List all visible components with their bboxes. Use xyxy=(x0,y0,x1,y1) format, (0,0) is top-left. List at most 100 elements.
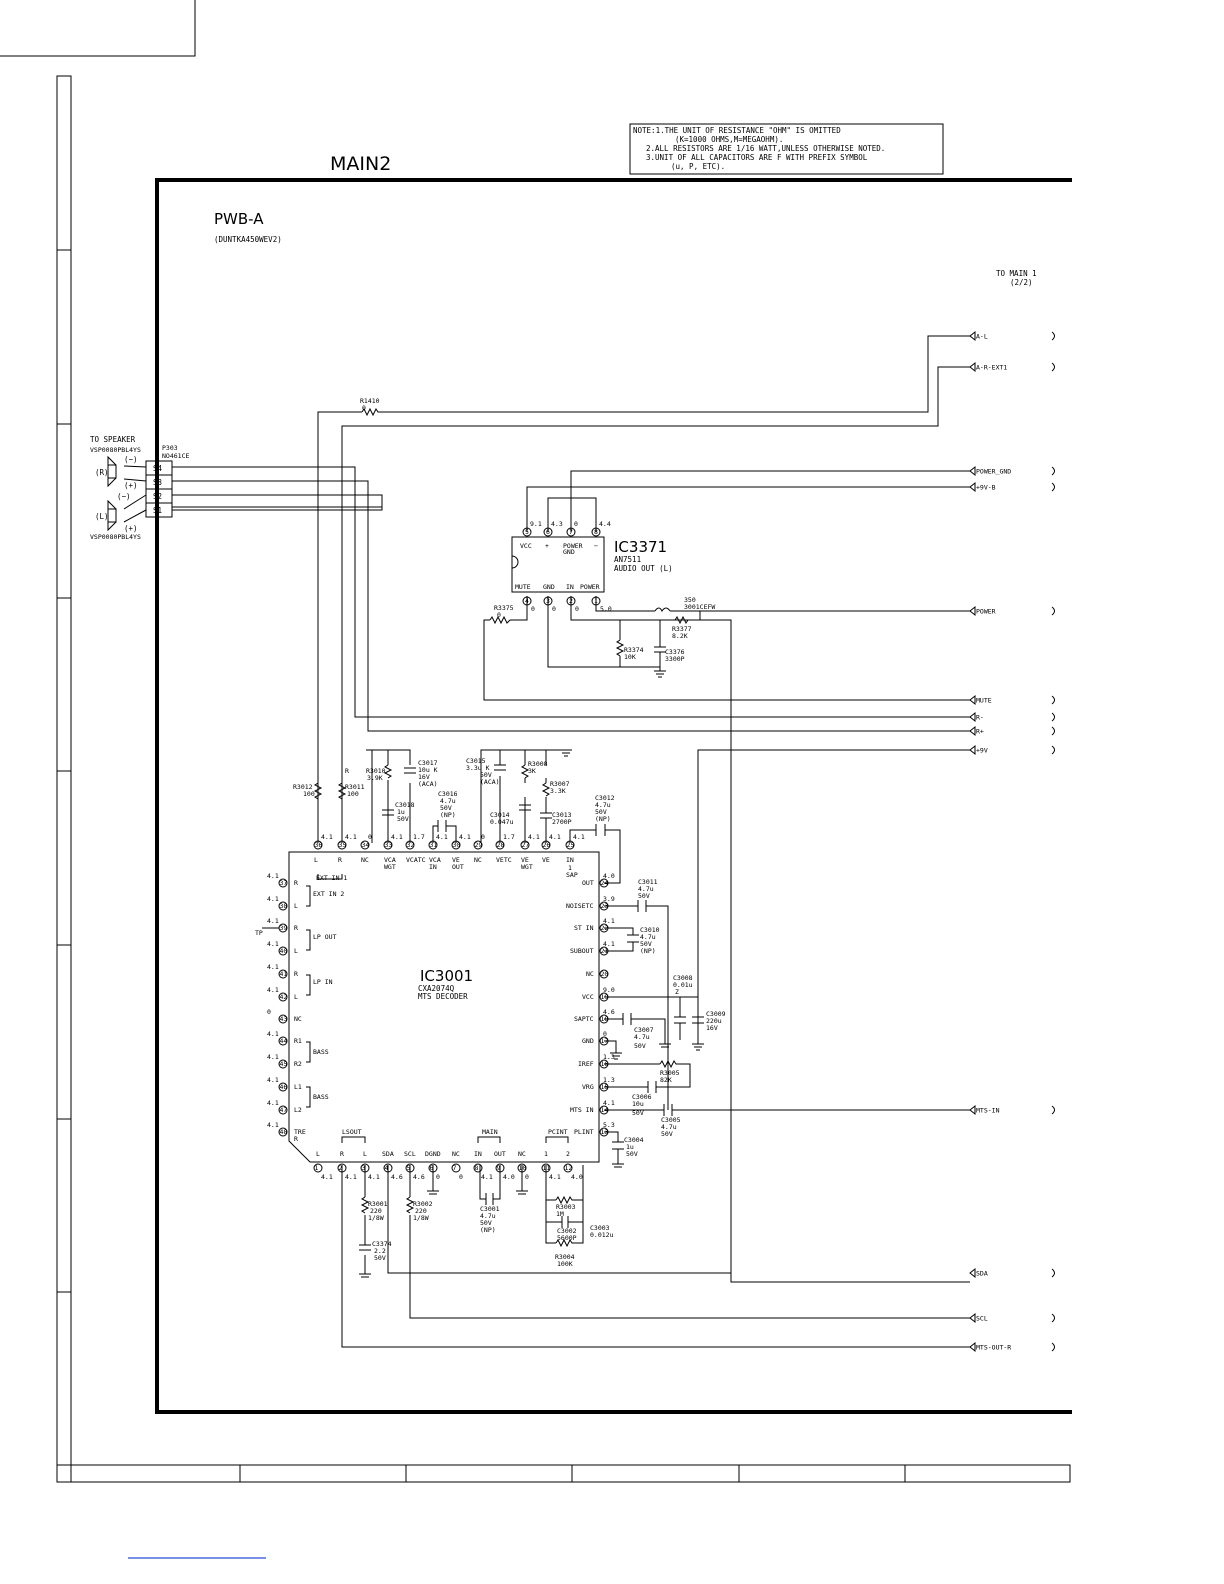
ic3001-pin-number: 31 xyxy=(430,841,438,849)
ic3001-pin-voltage: 4.1 xyxy=(267,1121,279,1129)
connector-arrow-icon xyxy=(969,330,976,342)
ic3001-pin-number: 33 xyxy=(385,841,393,849)
ic3001-pin xyxy=(451,1163,461,1173)
ic3001-name: IC3001 xyxy=(420,967,473,985)
ic3001-pin-number: 23 xyxy=(601,902,609,910)
ic3371-pin xyxy=(591,527,601,537)
capacitor-c3007 xyxy=(622,1013,632,1025)
ic3001-top-label: WGT xyxy=(521,863,533,871)
pin-s1: S1 xyxy=(153,506,162,515)
voltage-c3016: 50V xyxy=(440,804,452,812)
ic3001-pin xyxy=(278,992,288,1002)
capacitor-c3006 xyxy=(647,1081,657,1093)
connector-power-gnd: POWER_GND xyxy=(969,465,1055,477)
ic3001-bottom-label: 1 xyxy=(544,1150,548,1158)
label-c3013: C3013 xyxy=(552,811,572,819)
capacitor-c3017 xyxy=(404,767,416,774)
ic3001-pin-voltage: 4.1 xyxy=(549,1173,561,1181)
value-c3007: 4.7u xyxy=(634,1033,650,1041)
ic3001-pin-voltage: 3.9 xyxy=(603,895,615,903)
ic3001-pin xyxy=(313,1163,323,1173)
ic3001-pin-number: 19 xyxy=(601,993,609,1001)
ic3001-pin-voltage: 4.6 xyxy=(391,1173,403,1181)
speaker-l-icon xyxy=(107,499,117,532)
label-r3010: R3010 xyxy=(366,767,386,775)
ic3001-bottom-label: IN xyxy=(474,1150,482,1158)
value-r3001: 220 xyxy=(370,1207,382,1215)
ground-symbol xyxy=(359,1270,371,1278)
ic3371-pin-number: 7 xyxy=(569,528,573,536)
ic3001-pin-number: 37 xyxy=(280,879,288,887)
ic3001-pin-number: 29 xyxy=(475,841,483,849)
label-c3006: C3006 xyxy=(632,1093,652,1101)
voltage-c3015: 50V xyxy=(480,771,492,779)
ic3001-pin xyxy=(278,969,288,979)
group-pcint: PCINT xyxy=(548,1128,568,1136)
ic3001-pin-voltage: 4.1 xyxy=(267,895,279,903)
value-r3011: 100 xyxy=(347,790,359,798)
connector-arrow-icon xyxy=(969,481,976,493)
ic3001-left-label: R xyxy=(294,970,298,978)
ic3371-top-label: POWER xyxy=(563,542,583,550)
label-r3008: R3008 xyxy=(528,760,548,768)
ic3371-top-label: GND xyxy=(563,548,575,556)
resistor-r3008 xyxy=(520,764,530,779)
ic3001-top-label: WGT xyxy=(384,863,396,871)
ic3001-top-label: OUT xyxy=(452,863,464,871)
ic3001-pin-voltage: 4.1 xyxy=(267,986,279,994)
off-page-bracket-icon xyxy=(1051,726,1055,736)
value-c3003: 0.012u xyxy=(590,1231,614,1239)
ic3001-right-label: VRG xyxy=(582,1083,594,1091)
ic3001-left-label: R1 xyxy=(294,1037,302,1045)
label-c3001: C3001 xyxy=(480,1205,500,1213)
ic3001-right-label: SUBOUT xyxy=(570,947,594,955)
ic3001-left-label: L xyxy=(294,993,298,1001)
ic3001-top-label: R xyxy=(338,856,342,864)
value-c3002: 5600P xyxy=(557,1234,577,1242)
value-r3012: 100 xyxy=(303,790,315,798)
group-bass-1: BASS xyxy=(313,1048,329,1056)
type-c3010: (NP) xyxy=(640,947,656,955)
value-c3008: 0.01u xyxy=(673,981,693,989)
ic3001-pin-voltage: 1.3 xyxy=(603,1053,615,1061)
ic3371-pins: 59.14064.330702084.415.0VCC+POWERGND−MUT… xyxy=(515,520,612,613)
ic3001-pin-number: 4 xyxy=(385,1164,389,1172)
label-r3377: R3377 xyxy=(672,625,692,633)
connector-mute: MUTE xyxy=(969,694,1055,706)
ic3001-bottom-label: NC xyxy=(452,1150,460,1158)
ic3001-pin-voltage: 4.1 xyxy=(436,833,448,841)
type-c3015: (ACA) xyxy=(480,778,500,786)
off-page-bracket-icon xyxy=(1051,695,1055,705)
resistor-r3377 xyxy=(674,615,689,625)
value-r3005: 82K xyxy=(660,1076,672,1084)
label-c3017: C3017 xyxy=(418,759,438,767)
label-r3374: R3374 xyxy=(624,646,644,654)
ic3001-pin-number: 10 xyxy=(519,1164,527,1172)
ic3001-pin-number: 6 xyxy=(430,1164,434,1172)
ic3001-pin xyxy=(599,901,609,911)
ic3001-right-label: GND xyxy=(582,1037,594,1045)
resistor-r3003 xyxy=(555,1195,574,1205)
capacitor-c3014 xyxy=(519,804,531,811)
group-main: MAIN xyxy=(482,1128,498,1136)
rating-r3001: 1/8W xyxy=(368,1214,384,1222)
ic3371-pin-voltage: 5.0 xyxy=(600,605,612,613)
ic3001-right-label: NC xyxy=(586,970,594,978)
off-page-bracket-icon xyxy=(1051,362,1055,372)
value-r1410: 0 xyxy=(362,404,366,412)
ic3001-pin-voltage: 4.6 xyxy=(413,1173,425,1181)
resistor-r3374 xyxy=(615,639,625,657)
value-c3011: 4.7u xyxy=(638,885,654,893)
label-r3007: R3007 xyxy=(550,780,570,788)
ic3001-pin xyxy=(428,1163,438,1173)
capacitor-c3011 xyxy=(637,900,647,912)
speaker-r-icon xyxy=(107,455,117,488)
ic3001-part: CXA2074Q xyxy=(418,984,455,993)
ic3001-left-label: L xyxy=(294,902,298,910)
value-c3010: 4.7u xyxy=(640,933,656,941)
connector-power: POWER xyxy=(969,605,1055,617)
ic3001-pin-number: 14 xyxy=(601,1106,609,1114)
ic3001-pin xyxy=(565,840,575,850)
note-box: NOTE:1.THE UNIT OF RESISTANCE "OHM" IS O… xyxy=(629,123,944,175)
label-r3002: R3002 xyxy=(413,1200,433,1208)
